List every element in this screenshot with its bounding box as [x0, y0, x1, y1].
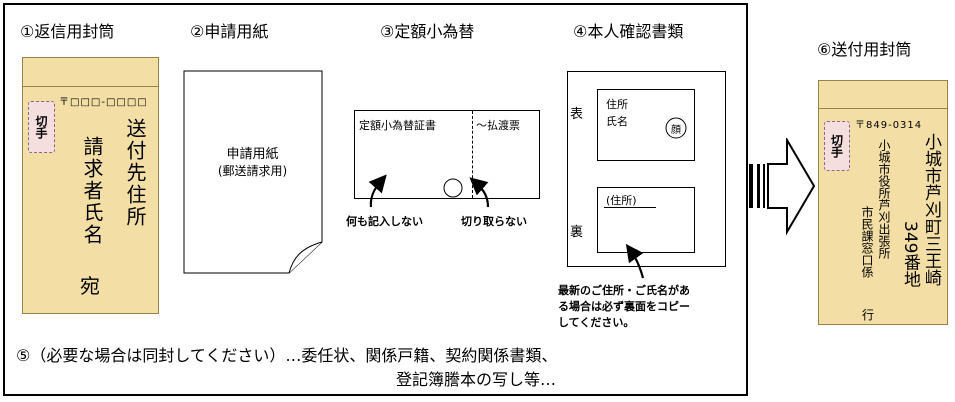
money-order-receipt-label: 〜払渡票: [476, 119, 520, 132]
id-photo-label: 顔: [671, 125, 681, 136]
note-copy-line1: 最新のご住所・ご氏名があ: [558, 284, 690, 297]
item5-line2: 登記簿謄本の写し等…: [396, 370, 557, 389]
arrow-do-not-cut: [469, 177, 490, 208]
note-no-writing: 何も記入しない: [346, 215, 423, 228]
send-office-line1: 小城市役所芦刈出張所: [877, 139, 891, 259]
item6-title: ⑥送付用封筒: [817, 40, 912, 59]
return-address: 送付先住所: [123, 118, 147, 228]
big-right-arrow: [749, 138, 816, 236]
return-envelope: 〒□□□-□□□□ 切手 送付先住所 請求者氏名 宛: [22, 57, 159, 314]
back-label: 裏: [570, 225, 584, 240]
note-do-not-cut: 切り取らない: [461, 215, 527, 228]
envelope-flap: [23, 58, 158, 87]
honorific: 宛: [80, 274, 100, 298]
perforation-line: [472, 111, 473, 198]
id-address-label: 住所: [606, 98, 628, 111]
send-postal-code: 〒849-0314: [855, 120, 923, 131]
item4-title: ④本人確認書類: [573, 22, 684, 41]
note-copy-line3: してください。: [558, 316, 635, 329]
send-address-line1: 小城市芦刈町三王崎: [921, 133, 941, 286]
send-envelope: 〒849-0314 切手 小城市芦刈町三王崎 349番地 小城市役所芦刈出張所 …: [818, 80, 948, 325]
application-form: [183, 70, 323, 274]
form-sublabel: (郵送請求用): [217, 164, 288, 178]
postal-code-placeholder: 〒□□□-□□□□: [59, 97, 148, 108]
id-back-address-label: (住所): [606, 194, 637, 207]
item2-title: ②申請用紙: [190, 22, 269, 41]
arrow-copy-back: [625, 243, 645, 279]
send-office-line2: 市民課窓口係: [860, 206, 874, 278]
send-stamp-placeholder: 切手: [824, 121, 850, 171]
send-address-line2: 349番地: [900, 221, 920, 288]
money-order-seal-circle: [443, 178, 463, 198]
id-name-label: 氏名: [606, 115, 628, 128]
send-honorific: 行: [862, 308, 875, 322]
front-label: 表: [570, 107, 584, 122]
money-order-certificate-label: 定額小為替証書: [359, 119, 436, 132]
stamp-placeholder: 切手: [28, 101, 55, 153]
id-photo-circle: [665, 117, 687, 139]
item5-line1: ⑤（必要な場合は同封してください）…委任状、関係戸籍、契約関係書類、: [16, 346, 558, 365]
requester-name: 請求者氏名: [80, 136, 104, 246]
send-envelope-flap: [819, 81, 947, 109]
id-back-underline: [604, 207, 656, 208]
id-back-card: [597, 187, 695, 253]
item1-title: ①返信用封筒: [20, 22, 115, 41]
form-label: 申請用紙: [226, 147, 279, 162]
note-copy-line2: る場合は必ず裏面をコピー: [558, 300, 690, 313]
main-frame: [3, 3, 748, 396]
item3-title: ③定額小為替: [380, 22, 475, 41]
arrow-no-writing: [368, 174, 387, 208]
